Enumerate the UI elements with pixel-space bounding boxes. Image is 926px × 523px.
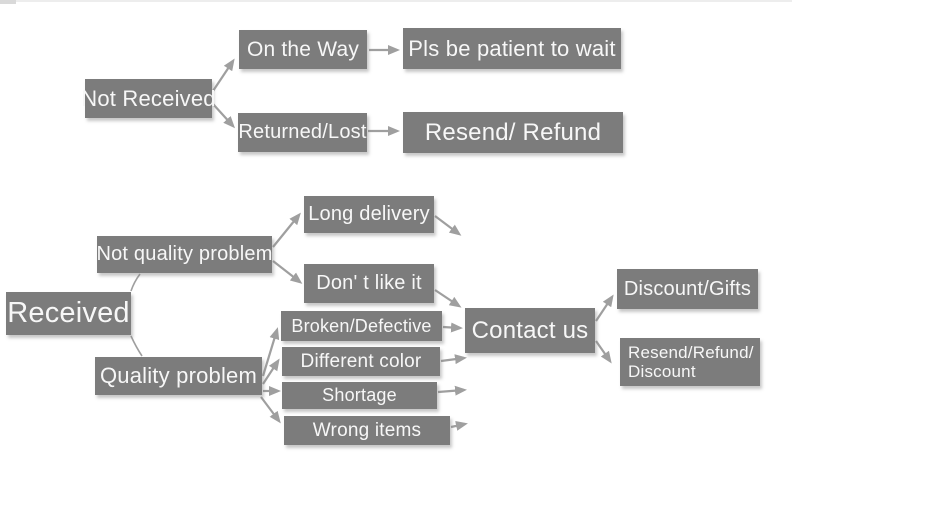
arrow-quality-to-wrong-items: [260, 396, 281, 424]
node-not-quality-problem: Not quality problem: [96, 236, 272, 273]
arrow-shortage-to-contact-us: [437, 385, 467, 396]
node-on-the-way: On the Way: [239, 30, 367, 69]
arrow-broken-to-contact-us: [442, 322, 463, 333]
arrow-wrong-items-to-contact-us: [450, 420, 468, 431]
arrow-not-quality-to-long-delivery: [272, 212, 301, 248]
arrow-not-quality-to-dont-like: [272, 260, 303, 284]
node-not-received: Not Received: [81, 79, 216, 118]
node-quality-problem: Quality problem: [95, 357, 262, 395]
node-returned-lost: Returned/Lost: [238, 113, 367, 152]
arrow-dont-like-to-contact-us: [434, 289, 462, 308]
arrow-long-delivery-to-contact-us: [434, 215, 462, 236]
arrow-different-color-to-contact-us: [440, 354, 467, 365]
node-resend-refund-discount-line1: Resend/Refund/: [628, 342, 754, 362]
node-resend-refund-discount-line2: Discount: [628, 362, 696, 381]
node-discount-gifts: Discount/Gifts: [617, 269, 758, 309]
node-different-color: Different color: [282, 347, 440, 376]
arrow-quality-to-broken: [261, 327, 280, 377]
node-wrong-items: Wrong items: [284, 416, 450, 445]
node-broken-defective: Broken/Defective: [281, 311, 442, 341]
node-pls-be-patient: Pls be patient to wait: [403, 28, 621, 69]
connector-received-to-not-quality: [130, 273, 141, 292]
arrow-not-received-to-returned-lost: [212, 103, 236, 129]
arrow-contact-us-to-discount-gifts: [595, 294, 614, 322]
node-dont-like-it: Don' t like it: [304, 264, 434, 303]
arrow-not-received-to-on-the-way: [212, 58, 235, 92]
bottom-divider-line: [0, 0, 792, 2]
node-resend-refund: Resend/ Refund: [403, 112, 623, 153]
node-contact-us: Contact us: [465, 308, 595, 353]
arrow-contact-us-to-resend-refund-discount: [595, 340, 612, 364]
arrow-quality-to-different-color: [262, 358, 280, 385]
node-shortage: Shortage: [282, 382, 437, 409]
node-received: Received: [6, 292, 131, 335]
connector-received-to-quality: [130, 335, 143, 357]
node-resend-refund-discount: Resend/Refund/ Discount: [620, 338, 760, 386]
bottom-divider-dash: [0, 0, 16, 4]
node-long-delivery: Long delivery: [304, 196, 434, 233]
